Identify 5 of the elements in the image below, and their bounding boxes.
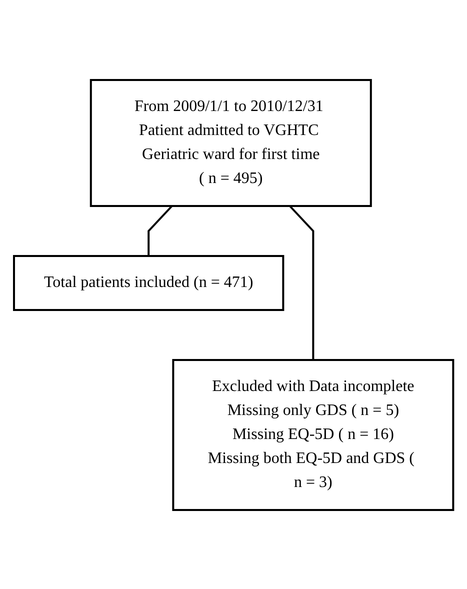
- connector: [148, 204, 173, 256]
- connector: [288, 204, 314, 360]
- node-box: From 2009/1/1 to 2010/12/31 Patient admitted to VGHTC Geriatric ward for first time ( n = 495): [90, 78, 372, 206]
- node-box: Total patients included (n = 471): [12, 254, 284, 310]
- node-box: Excluded with Data incomplete Missing only GDS ( n = 5) Missing EQ-5D ( n = 16) Missing both EQ-5D and GDS ( n = 3): [172, 358, 454, 510]
